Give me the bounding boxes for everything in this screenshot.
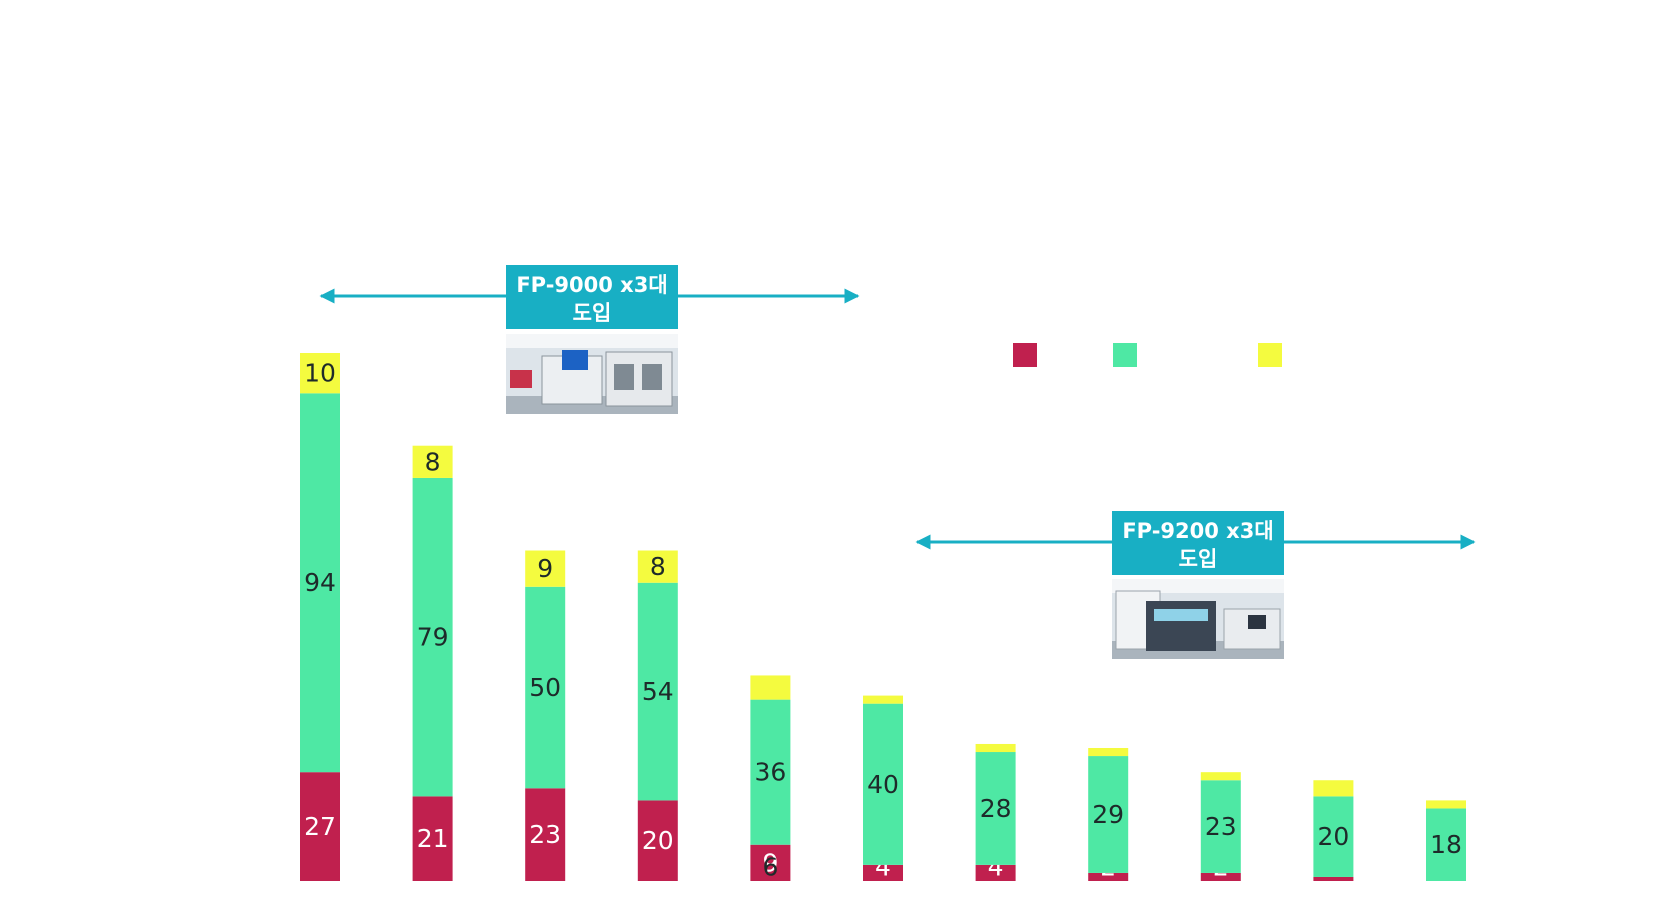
- bar-segment-s2-c0: [300, 353, 340, 394]
- legend: [1013, 343, 1282, 367]
- bar-segment-s2-c10: [1426, 800, 1466, 809]
- bar-segment-s0-c7: [1088, 872, 1129, 881]
- bar-segment-s0-c2: [525, 788, 566, 881]
- value-label-s1-c9: 20: [1317, 822, 1349, 851]
- callout-subtitle-0: 도입: [573, 301, 612, 325]
- bar-segment-s1-c9: [1313, 796, 1354, 877]
- bar-segment-s1-c0: [300, 393, 340, 773]
- callout-box-0: [506, 265, 678, 329]
- callout-box-1: [1112, 511, 1284, 575]
- legend-swatch-1: [1113, 343, 1137, 367]
- value-label-s1-c7: 29: [1092, 800, 1124, 829]
- value-label-s1-c5: 40: [867, 770, 899, 799]
- value-label-s0-c2: 23: [529, 820, 561, 849]
- fp9200-equipment-photo: [1112, 579, 1284, 659]
- bar-segment-s2-c5: [863, 695, 903, 704]
- bar-segment-s2-c8: [1200, 772, 1241, 781]
- bar-segment-s1-c5: [863, 703, 903, 865]
- fp9000-equipment-photo: [506, 334, 678, 414]
- callout-subtitle-1: 도입: [1179, 547, 1218, 571]
- value-label-s0-c1: 21: [417, 824, 449, 853]
- bar-segment-s0-c1: [412, 796, 453, 881]
- bar-segment-s2-c6: [975, 743, 1016, 753]
- legend-swatch-0: [1013, 343, 1037, 367]
- bars-layer: 2794102179823509205489366440428229223120…: [300, 353, 1466, 882]
- bar-segment-s2-c9: [1313, 780, 1354, 797]
- legend-swatch-2: [1258, 343, 1282, 367]
- callout-title-0: FP-9000 x3대: [516, 273, 667, 297]
- value-label-s2-c3: 8: [650, 552, 666, 581]
- value-label-s1-c2: 50: [529, 673, 561, 702]
- value-label-s1-c1: 79: [417, 623, 449, 652]
- value-label-s1-c3: 54: [642, 677, 674, 706]
- bar-segment-s1-c8: [1200, 780, 1241, 873]
- value-label-s1-c4: 36: [754, 758, 786, 787]
- value-label-s2-c1: 8: [425, 447, 441, 476]
- bar-segment-s2-c4: [750, 675, 791, 700]
- bar-segment-s2-c1: [412, 445, 453, 478]
- bar-segment-s2-c2: [525, 550, 566, 587]
- value-label-s1-c0: 94: [304, 568, 336, 597]
- value-label-s1-c8: 23: [1205, 812, 1237, 841]
- bar-segment-s1-c7: [1088, 756, 1129, 873]
- bar-segment-s2-c3: [637, 550, 678, 583]
- value-label-s2-c2: 9: [537, 554, 553, 583]
- value-label-s2-c4: 6: [762, 853, 778, 882]
- value-label-s0-c0: 27: [304, 812, 336, 841]
- value-label-s2-c0: 10: [304, 359, 336, 388]
- bar-segment-s0-c3: [637, 800, 678, 881]
- bar-segment-s1-c3: [637, 582, 678, 801]
- callout-title-1: FP-9200 x3대: [1122, 519, 1273, 543]
- value-label-s0-c3: 20: [642, 826, 674, 855]
- bar-segment-s1-c2: [525, 586, 566, 789]
- value-label-s1-c6: 28: [980, 794, 1012, 823]
- bar-segment-s0-c6: [975, 864, 1016, 881]
- bar-segment-s1-c1: [412, 477, 453, 797]
- bar-segment-s1-c6: [975, 752, 1016, 865]
- bar-segment-s0-c5: [863, 864, 903, 881]
- bar-segment-s2-c7: [1088, 747, 1129, 757]
- value-label-s0-c4: 9: [762, 848, 778, 877]
- value-label-s1-c10: 18: [1430, 830, 1462, 859]
- bar-segment-s0-c0: [300, 772, 340, 881]
- bar-segment-s1-c10: [1426, 808, 1466, 881]
- bar-segment-s1-c4: [750, 699, 791, 845]
- bar-segment-s0-c4: [750, 844, 791, 881]
- bar-segment-s0-c9: [1313, 876, 1354, 881]
- bar-segment-s0-c8: [1200, 872, 1241, 881]
